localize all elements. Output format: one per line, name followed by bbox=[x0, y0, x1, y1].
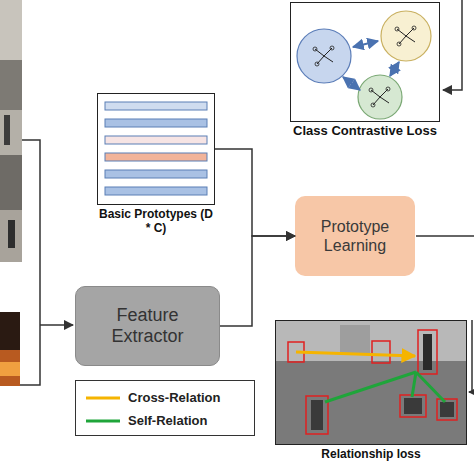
detection-box bbox=[306, 396, 328, 434]
photo-person bbox=[440, 402, 454, 417]
input-wire bbox=[20, 140, 40, 385]
input-photo-top bbox=[0, 0, 22, 262]
photo-strip bbox=[0, 312, 20, 386]
legend-entry: Cross-Relation bbox=[86, 386, 254, 409]
relationship-photo bbox=[276, 321, 466, 444]
input-photo-bottom bbox=[0, 312, 20, 386]
input-arrow bbox=[40, 324, 73, 326]
prototype-bar bbox=[105, 153, 207, 161]
detection-box bbox=[437, 399, 457, 420]
legend-label: Cross-Relation bbox=[128, 390, 220, 405]
photo-patch bbox=[0, 210, 22, 262]
photo-patch bbox=[0, 155, 22, 210]
flow-arrow bbox=[220, 236, 295, 326]
photo-glow bbox=[0, 362, 20, 376]
node-label: Feature Extractor bbox=[88, 305, 207, 347]
self-relation-line bbox=[325, 372, 416, 402]
node-label: Prototype Learning bbox=[307, 217, 403, 255]
legend-line-sample bbox=[86, 393, 120, 403]
photo-strip bbox=[0, 0, 22, 262]
photo-person bbox=[423, 334, 432, 370]
contrast-arrow bbox=[390, 62, 399, 76]
sample-symbol bbox=[313, 46, 334, 66]
cross-relation-line bbox=[296, 352, 415, 356]
output-wire bbox=[416, 235, 474, 237]
prototype-bar bbox=[105, 102, 207, 110]
detection-box bbox=[372, 341, 390, 363]
sample-symbol bbox=[369, 87, 390, 107]
legend-line bbox=[86, 396, 120, 399]
image-box: Relationship loss bbox=[275, 320, 467, 445]
self-relation-line bbox=[412, 372, 416, 397]
class-cluster bbox=[358, 75, 402, 119]
class-cluster bbox=[381, 11, 431, 61]
legend-line bbox=[86, 419, 120, 422]
prototype-bar bbox=[105, 119, 207, 127]
loss-box: Class Contrastive Loss bbox=[290, 2, 440, 122]
detection-box bbox=[418, 330, 437, 374]
legend-label: Self-Relation bbox=[128, 413, 207, 428]
prototype-bar bbox=[105, 136, 207, 144]
process-box: Feature Extractor bbox=[75, 286, 220, 366]
photo-patch bbox=[0, 110, 22, 155]
legend-entry: Self-Relation bbox=[86, 409, 254, 432]
contrast-arrow bbox=[353, 41, 378, 47]
legend-box: Cross-RelationSelf-Relation bbox=[75, 380, 255, 436]
flow-arrow bbox=[215, 149, 295, 236]
process-box: Prototype Learning bbox=[295, 196, 415, 276]
prototype-box: Basic Prototypes (D * C) bbox=[97, 93, 215, 205]
photo-person bbox=[311, 400, 323, 430]
contrast-arrow bbox=[343, 77, 360, 90]
node-caption: Relationship loss bbox=[256, 447, 474, 461]
prototype-bars bbox=[105, 102, 207, 195]
prototype-bar bbox=[105, 187, 207, 195]
self-relation-line bbox=[416, 372, 445, 402]
photo-person bbox=[4, 115, 10, 145]
photo-patch bbox=[0, 0, 22, 60]
photo-person bbox=[404, 398, 422, 414]
class-clusters bbox=[297, 11, 431, 119]
photo-person bbox=[8, 220, 15, 248]
loss-arrow bbox=[443, 0, 462, 90]
photo-patch bbox=[0, 60, 22, 110]
node-caption: Class Contrastive Loss bbox=[251, 124, 474, 138]
photo-patch bbox=[340, 325, 370, 355]
sample-symbol bbox=[395, 26, 416, 46]
node-caption: Basic Prototypes (D * C) bbox=[98, 207, 214, 235]
photo-glow bbox=[0, 350, 20, 386]
loss-arrow bbox=[469, 320, 472, 392]
detection-box bbox=[400, 395, 426, 417]
legend-line-sample bbox=[86, 416, 120, 426]
photo-background bbox=[276, 321, 466, 444]
prototype-bar bbox=[105, 170, 207, 178]
class-cluster bbox=[297, 29, 351, 83]
